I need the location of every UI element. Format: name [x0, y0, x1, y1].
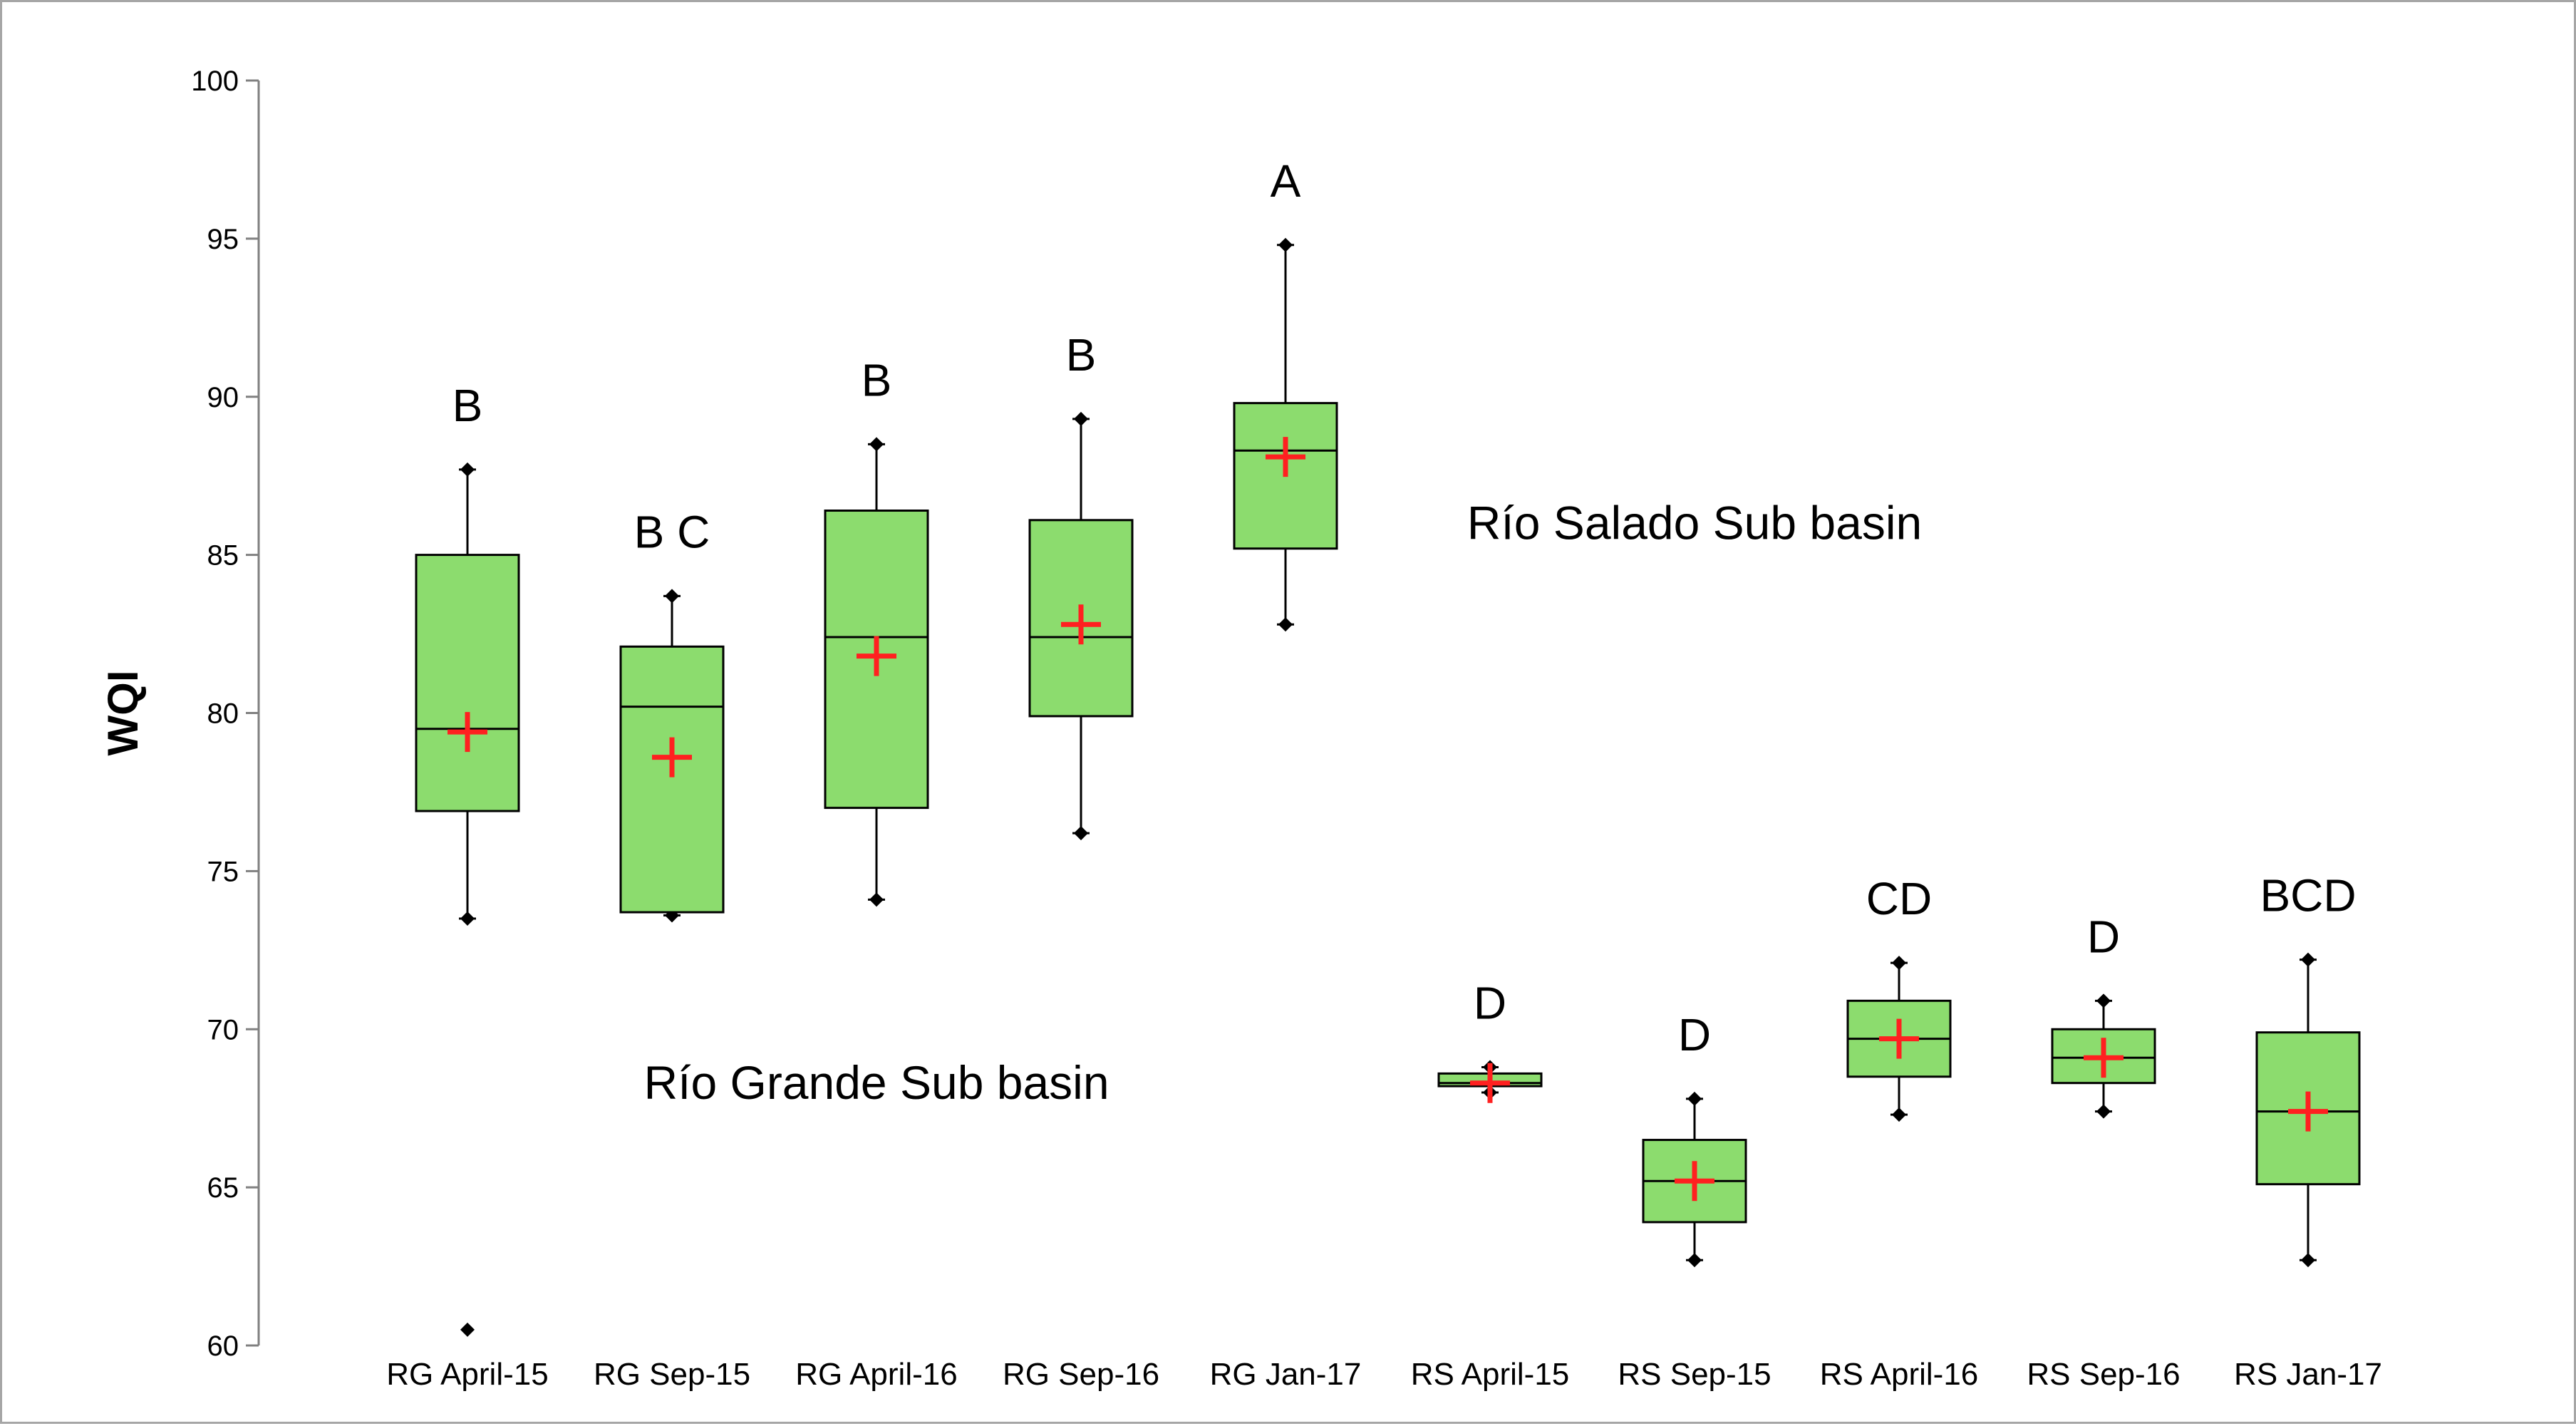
y-tick-label: 100 [191, 66, 239, 97]
group-letter: B [862, 354, 892, 405]
y-tick-label: 90 [207, 382, 239, 413]
x-category-label: RS April-15 [1411, 1357, 1570, 1392]
min-marker [1278, 617, 1293, 632]
group-letter: D [2087, 911, 2120, 962]
y-tick-label: 70 [207, 1014, 239, 1045]
group-letter: CD [1866, 873, 1932, 924]
x-category-label: RG Sep-16 [1003, 1357, 1159, 1392]
min-marker [1892, 1107, 1906, 1122]
x-category-label: RS Sep-15 [1618, 1357, 1771, 1392]
max-marker [1278, 237, 1293, 252]
min-marker [869, 892, 884, 907]
max-marker [1074, 411, 1088, 426]
x-category-label: RG Sep-15 [594, 1357, 750, 1392]
max-marker [460, 462, 475, 477]
max-marker [1687, 1091, 1702, 1106]
y-tick-label: 80 [207, 698, 239, 730]
iqr-box [619, 645, 725, 914]
group-letter: BCD [2260, 870, 2356, 921]
x-category-label: RG April-15 [386, 1357, 548, 1392]
basin-annotation: Río Salado Sub basin [1467, 496, 1922, 549]
x-category-label: RS Jan-17 [2234, 1357, 2382, 1392]
max-marker [869, 437, 884, 452]
group-letter: D [1678, 1009, 1711, 1060]
min-marker [2301, 1253, 2315, 1268]
group-letter: B [1066, 329, 1097, 381]
y-tick-label: 85 [207, 540, 239, 572]
min-marker [2096, 1104, 2111, 1119]
x-category-label: RG April-16 [795, 1357, 957, 1392]
max-marker [2096, 993, 2111, 1008]
y-tick-label: 95 [207, 224, 239, 255]
min-marker [1687, 1253, 1702, 1268]
min-marker [460, 911, 475, 926]
x-category-label: RS April-16 [1820, 1357, 1979, 1392]
min-marker [1074, 826, 1088, 841]
group-letter: D [1474, 978, 1506, 1029]
y-tick-label: 65 [207, 1172, 239, 1204]
group-letter: B C [634, 506, 710, 557]
basin-annotation: Río Grande Sub basin [643, 1056, 1109, 1109]
x-category-label: RS Sep-16 [2027, 1357, 2180, 1392]
max-marker [1892, 956, 1906, 971]
max-marker [665, 589, 679, 604]
y-axis-title: WQI [99, 671, 147, 756]
max-marker [2301, 952, 2315, 967]
x-category-label: RG Jan-17 [1210, 1357, 1362, 1392]
group-letter: A [1271, 155, 1301, 207]
group-letter: B [452, 380, 483, 431]
y-tick-label: 75 [207, 856, 239, 887]
y-tick-label: 60 [207, 1331, 239, 1362]
iqr-box [415, 554, 520, 812]
outlier-point [460, 1322, 475, 1337]
